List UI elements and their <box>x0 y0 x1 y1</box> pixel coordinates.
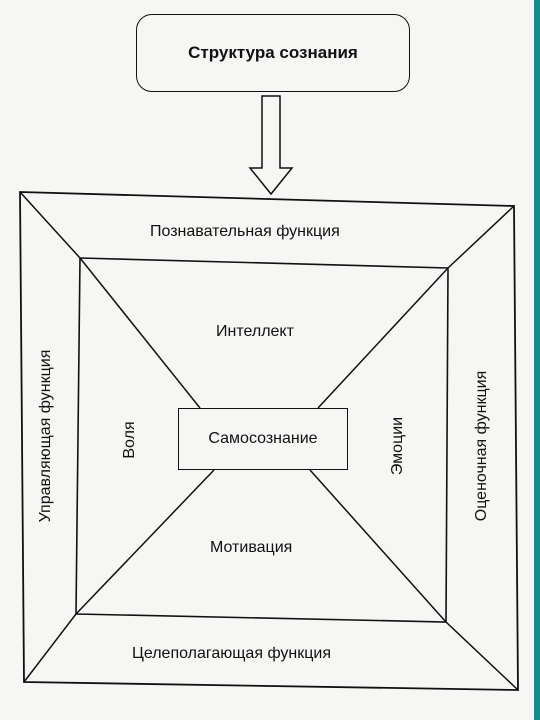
inner-top-label: Интеллект <box>216 323 294 340</box>
diagram-title: Структура сознания <box>188 43 358 62</box>
diagonal-bottom-left <box>23 613 77 683</box>
inner-bottom-label: Мотивация <box>210 539 293 556</box>
diagonal-bottom-right <box>445 621 519 691</box>
outer-right-label: Оценочная функция <box>473 370 490 522</box>
diagonal-top-left <box>19 191 81 259</box>
diagonal-top-right <box>447 205 515 269</box>
center-label: Самосознание <box>208 430 318 447</box>
inner-right-label: Эмоции <box>389 416 406 476</box>
x-line-top-right <box>317 267 449 409</box>
x-line-top-left <box>79 257 201 409</box>
center-box: Самосознание <box>178 408 348 470</box>
outer-top-label: Познавательная функция <box>150 223 340 240</box>
inner-left-label: Воля <box>121 421 138 459</box>
outer-left-label: Управляющая функция <box>37 349 54 523</box>
right-edge-bar <box>534 0 540 720</box>
x-line-bottom-left <box>75 469 215 615</box>
x-line-bottom-right <box>309 469 447 623</box>
title-box: Структура сознания <box>136 14 410 92</box>
outer-bottom-label: Целеполагающая функция <box>132 645 332 662</box>
down-arrow <box>248 95 294 196</box>
